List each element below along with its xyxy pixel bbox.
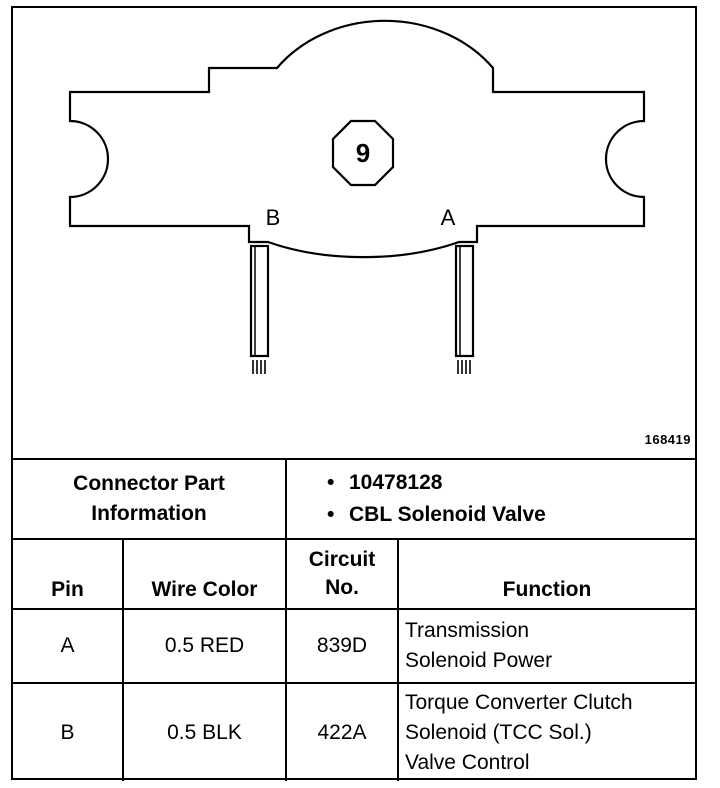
connector-number-octagon (331, 119, 395, 187)
function-line: Valve Control (405, 750, 530, 774)
function-cell: Torque Converter Clutch Solenoid (TCC So… (397, 682, 695, 781)
header-wire-color: Wire Color (122, 538, 287, 610)
wire-b-strands (252, 360, 266, 374)
function-line: Torque Converter Clutch (405, 690, 633, 714)
connector-part-info-values: 10478128 CBL Solenoid Valve (285, 458, 695, 540)
pin-cell: A (13, 608, 124, 684)
circuit-cell: 839D (285, 608, 399, 684)
connector-part-info-label: Connector Part Information (13, 458, 287, 540)
wire-color-cell: 0.5 RED (122, 608, 287, 684)
header-function: Function (397, 538, 695, 610)
function-cell: Transmission Solenoid Power (397, 608, 695, 684)
header-circuit: Circuit No. (285, 538, 399, 610)
connector-part-info-text: Connector Part Information (73, 472, 225, 525)
wire-a-strands (457, 360, 471, 374)
terminal-a-label: A (441, 205, 456, 230)
function-line: Transmission (405, 619, 530, 642)
function-line: Solenoid (TCC Sol.) (405, 720, 592, 744)
pin-cell: B (13, 682, 124, 781)
connector-number: 9 (356, 138, 370, 168)
connector-body-outline (68, 19, 646, 259)
circuit-cell: 422A (285, 682, 399, 781)
header-pin: Pin (13, 538, 124, 610)
wire-color-cell: 0.5 BLK (122, 682, 287, 781)
connector-diagram: 9 B A 168419 (13, 8, 695, 457)
terminal-b-label: B (266, 205, 281, 230)
part-description: CBL Solenoid Valve (327, 499, 695, 531)
connector-info-table: Connector Part Information 10478128 CBL … (13, 458, 695, 781)
figure-id: 168419 (644, 432, 691, 447)
part-number: 10478128 (327, 467, 695, 499)
connector-sheet: 9 B A 168419 Connector Part Information … (11, 6, 697, 781)
wire-a (454, 244, 475, 358)
wire-b (249, 244, 270, 358)
connector-drawing: 9 B A (68, 19, 646, 374)
header-row: Pin Wire Color Circuit No. Function (13, 538, 695, 610)
function-line: Solenoid Power (405, 649, 553, 672)
table-row: A 0.5 RED 839D Transmission Solenoid Pow… (13, 608, 695, 684)
table-row: B 0.5 BLK 422A Torque Converter Clutch S… (13, 682, 695, 781)
header-circuit-text: Circuit No. (308, 548, 376, 599)
info-row: Connector Part Information 10478128 CBL … (13, 458, 695, 540)
